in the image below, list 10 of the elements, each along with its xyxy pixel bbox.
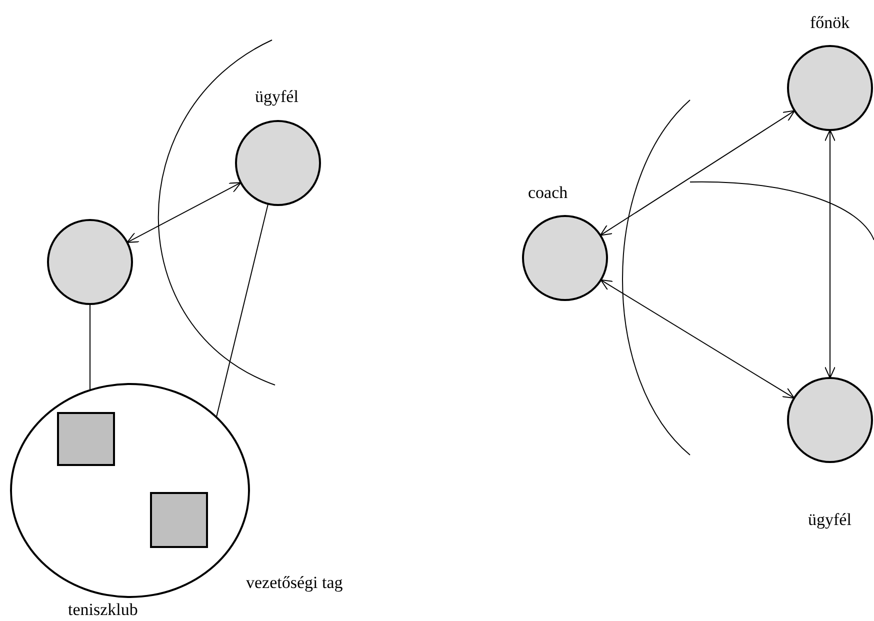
node-label: főnök [810, 14, 850, 31]
text-label: vezetőségi tag [246, 574, 343, 591]
double-arrow [600, 110, 796, 236]
double-arrow [824, 130, 836, 378]
node-label: ügyfél [808, 511, 852, 528]
node-label: coach [528, 184, 568, 201]
double-arrow [600, 279, 795, 399]
double-arrow [126, 182, 242, 243]
node-label: teniszklub [68, 601, 138, 618]
node-label: ügyfél [255, 88, 298, 105]
